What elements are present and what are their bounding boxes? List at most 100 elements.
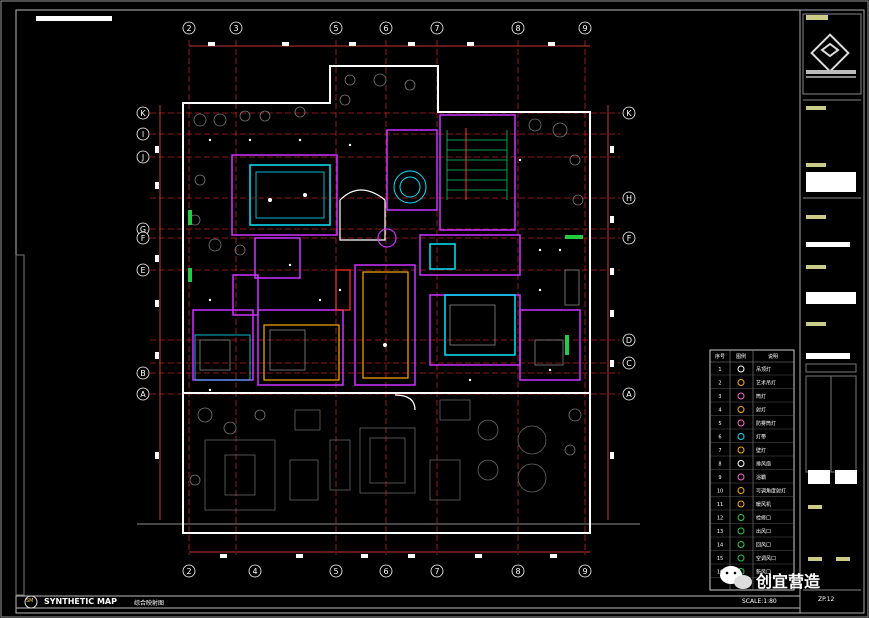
legend-row-number: 13: [717, 529, 723, 535]
floor-plan: [137, 40, 640, 558]
axis-bottom-6-bubble: [379, 564, 393, 578]
legend-header-desc: 说明: [768, 353, 778, 360]
legend-row-number: 2: [718, 381, 721, 387]
axis-left-F: F: [141, 234, 146, 243]
legend-row-description: 可调角度射灯: [756, 488, 786, 495]
axis-top-6-bubble: [379, 21, 393, 35]
legend-row-number: 16: [717, 570, 723, 576]
legend-row-description: 出风口: [756, 528, 771, 535]
legend-row-number: 8: [718, 462, 721, 468]
axis-left-A-bubble: [136, 387, 150, 401]
axis-top-6: 6: [383, 24, 388, 33]
legend-symbol-icon: [737, 419, 745, 427]
axis-left-B-bubble: [136, 366, 150, 380]
axis-left-E-bubble: [136, 263, 150, 277]
footer-title-en: SYNTHETIC MAP: [44, 597, 117, 606]
legend-row-description: 射灯: [756, 407, 766, 414]
watermark-text: 创宜营造: [756, 572, 821, 591]
axis-left-K-bubble: [136, 106, 150, 120]
axis-bottom-5: 5: [333, 567, 338, 576]
legend-row-number: 15: [717, 556, 723, 562]
legend-symbol-icon: [737, 379, 745, 386]
axis-left-J-bubble: [136, 150, 150, 164]
axis-bottom-9: 9: [582, 567, 587, 576]
axis-top-7-bubble: [430, 21, 444, 35]
axis-left-G: G: [140, 225, 146, 234]
legend-row-number: 6: [718, 435, 721, 441]
axis-top-8-bubble: [511, 21, 525, 35]
sheet-number: ZP.12: [818, 596, 835, 603]
legend-row-number: 9: [718, 475, 721, 481]
legend-row-description: 新风口: [756, 569, 771, 576]
legend-row-number: 10: [717, 489, 723, 495]
legend-row-description: 艺术吊灯: [756, 380, 776, 387]
axis-left-J: J: [141, 153, 144, 162]
footer-badge: [24, 595, 38, 609]
axis-bottom-2: 2: [186, 567, 191, 576]
axis-bottom-7: 7: [434, 567, 439, 576]
legend-symbol-icon: [737, 527, 745, 535]
legend-row-description: 灯带: [756, 434, 766, 441]
axis-left-K: K: [140, 109, 146, 118]
axis-right-H-bubble: [622, 191, 636, 205]
legend-symbol-icon: [737, 514, 745, 521]
legend-symbol-icon: [737, 365, 745, 373]
axis-left-A: A: [140, 390, 146, 399]
axis-bottom-8: 8: [515, 567, 520, 576]
legend-symbol-icon: [737, 392, 745, 400]
axis-top-3: 3: [233, 24, 238, 33]
axis-right-K: K: [626, 109, 632, 118]
top-title-bar: [36, 16, 112, 21]
axis-top-3-bubble: [229, 21, 243, 35]
axis-top-5-bubble: [329, 21, 343, 35]
legend-row-description: 防雾筒灯: [756, 420, 776, 427]
footer-scale: SCALE:1:80: [742, 598, 777, 605]
axis-bottom-2-bubble: [182, 564, 196, 578]
legend-row-description: 回风口: [756, 543, 771, 549]
axis-bottom-8-bubble: [511, 564, 525, 578]
legend-row-number: 12: [717, 516, 723, 522]
axis-bottom-7-bubble: [430, 564, 444, 578]
legend-row-description: 壁灯: [756, 447, 766, 454]
company-logo-icon: [806, 33, 856, 78]
axis-right-A: A: [626, 390, 632, 399]
axis-top-9-bubble: [578, 21, 592, 35]
legend-header-symbol: 图例: [736, 353, 746, 360]
legend-row-number: 3: [718, 394, 721, 400]
axis-left-E: E: [140, 266, 145, 275]
axis-top-2: 2: [186, 24, 191, 33]
axis-right-D: D: [626, 336, 632, 345]
legend-row-description: 浴霸: [756, 474, 766, 481]
axis-right-C-bubble: [622, 356, 636, 370]
axis-bottom-4-bubble: [248, 564, 262, 578]
axis-bottom-4: 4: [252, 567, 257, 576]
legend-symbol-icon: [737, 487, 745, 494]
title-block: [799, 9, 865, 614]
legend-symbol-icon: [737, 406, 745, 413]
axis-left-I-bubble: [136, 127, 150, 141]
legend-symbol-icon: [737, 446, 745, 454]
legend-symbol-icon: [737, 433, 745, 440]
axis-bottom-9-bubble: [578, 564, 592, 578]
axis-right-D-bubble: [622, 333, 636, 347]
legend-row-description: 暖风机: [756, 501, 771, 508]
axis-left-F-bubble: [136, 231, 150, 245]
legend-symbol-icon: [737, 473, 745, 481]
legend-header-no: 序号: [715, 353, 725, 360]
axis-bottom-6: 6: [383, 567, 388, 576]
axis-top-7: 7: [434, 24, 439, 33]
legend-symbol-icon: [737, 541, 745, 548]
legend-symbol-icon: [737, 460, 745, 467]
legend-row-description: 筒灯: [756, 393, 766, 400]
axis-left-B: B: [140, 369, 146, 378]
axis-right-K-bubble: [622, 106, 636, 120]
axis-left-I: I: [142, 130, 144, 139]
axis-right-H: H: [626, 194, 632, 203]
legend-row-number: 4: [718, 408, 721, 414]
legend-symbol-icon: [737, 554, 745, 562]
legend-row-number: 11: [717, 502, 723, 508]
axis-top-5: 5: [333, 24, 338, 33]
